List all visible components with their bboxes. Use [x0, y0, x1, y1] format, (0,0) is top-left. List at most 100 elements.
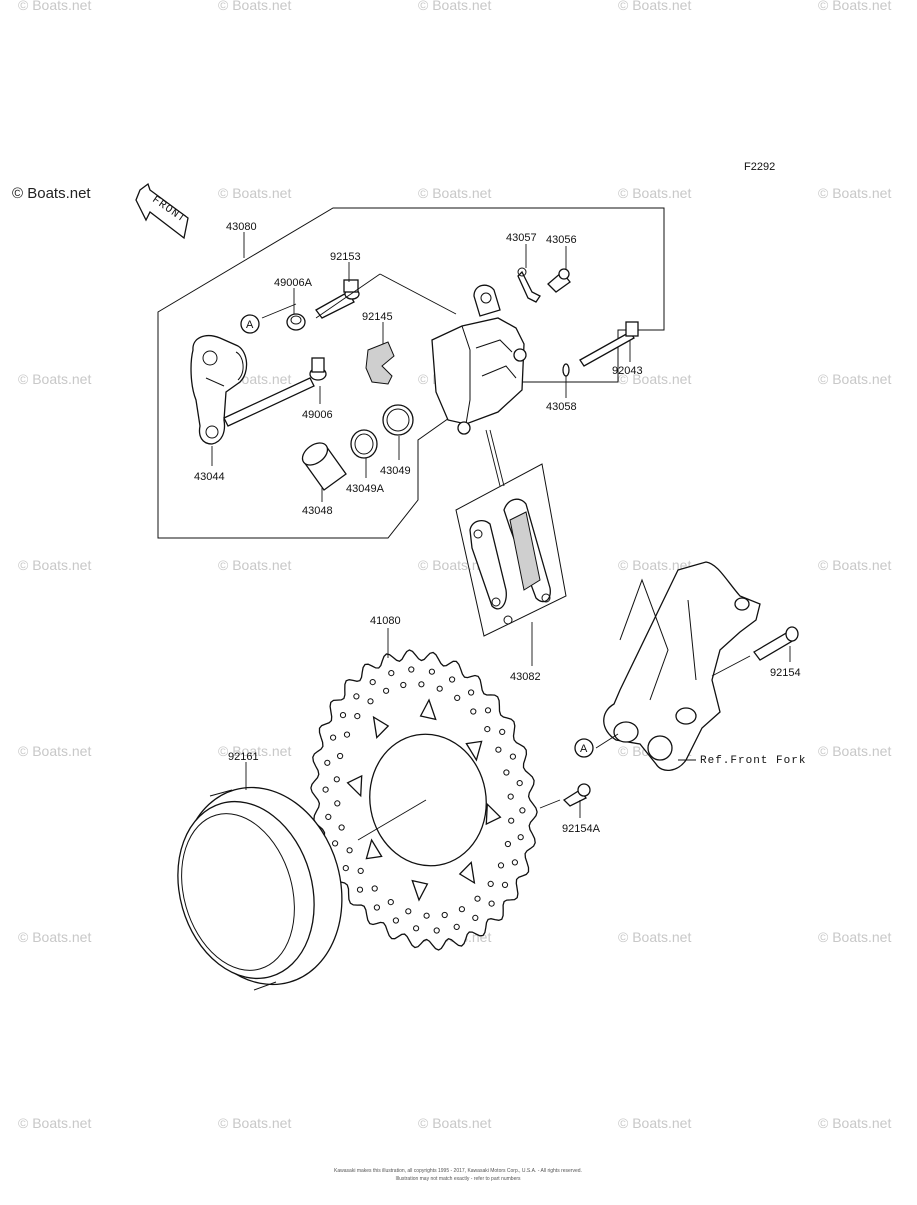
disc-drill-hole: [436, 685, 443, 692]
disc-drill-hole: [330, 734, 337, 741]
disc-drill-hole: [353, 693, 360, 700]
svg-text:A: A: [246, 319, 254, 331]
label-41080: 41080: [370, 615, 401, 627]
disc-drill-hole: [517, 834, 524, 841]
disc-drill-hole: [338, 824, 345, 831]
watermark-text: © Boats.net: [618, 185, 691, 201]
disc-drill-hole: [354, 713, 361, 720]
brake-pads-43082: [469, 498, 551, 625]
watermark-text: © Boats.net: [818, 743, 891, 759]
disc-drill-hole: [387, 899, 394, 906]
caliper-bolt-92154A: [562, 783, 591, 807]
disc-drill-hole: [367, 698, 374, 705]
label-43057: 43057: [506, 232, 537, 244]
disc-drill-hole: [356, 886, 364, 893]
disc-drill-hole: [511, 859, 519, 866]
bleeder-cap-43056: [547, 268, 571, 293]
disc-drill-hole: [332, 840, 339, 847]
label-ref-front-fork: Ref.Front Fork: [700, 755, 806, 767]
brake-disc-41080: [310, 649, 538, 951]
disc-drill-hole: [519, 807, 526, 814]
disc-drill-hole: [371, 885, 378, 892]
disc-drill-hole: [373, 904, 380, 911]
disc-drill-hole: [405, 908, 412, 915]
label-92154A: 92154A: [562, 823, 601, 835]
watermark-text: © Boats.net: [818, 185, 891, 201]
clip-43058: [562, 363, 570, 377]
disc-carrier-window: [372, 715, 390, 739]
watermark-text: © Boats.net: [618, 0, 691, 13]
label-92043: 92043: [612, 365, 643, 377]
slide-pin-49006: [223, 357, 327, 427]
disc-drill-hole: [322, 786, 329, 793]
watermark-text: © Boats.net: [618, 557, 691, 573]
disc-drill-hole: [474, 895, 481, 902]
watermark-text: © Boats.net: [418, 185, 491, 201]
disc-carrier-window: [458, 861, 476, 885]
disc-drill-hole: [433, 927, 440, 934]
watermark-text: © Boats.net: [18, 1115, 91, 1131]
label-92153: 92153: [330, 251, 361, 263]
disc-drill-hole: [497, 862, 505, 869]
label-92161: 92161: [228, 751, 259, 763]
watermark-text: © Boats.net: [818, 0, 891, 13]
label-49006A: 49006A: [274, 277, 313, 289]
disc-drill-hole: [334, 800, 341, 807]
caliper-bolt-92154: [753, 626, 799, 661]
disc-drill-hole: [342, 865, 349, 872]
disc-drill-hole: [325, 813, 332, 821]
disc-drill-hole: [504, 840, 511, 848]
disc-drill-hole: [484, 707, 492, 714]
watermark-text: © Boats.net: [218, 743, 291, 759]
piston-seal-43049-inner: [386, 408, 410, 432]
disc-drill-hole: [516, 780, 523, 787]
disc-drill-hole: [413, 925, 420, 932]
part-labels: 43080 92153 49006A 92145 43057 43056 920…: [194, 221, 806, 835]
disc-drill-hole: [324, 759, 331, 766]
disc-drill-hole: [454, 694, 461, 702]
watermark-text: © Boats.net: [618, 371, 691, 387]
watermark-layer: © Boats.net © Boats.net © Boats.net © Boats…: [18, 0, 891, 1131]
disc-drill-hole: [453, 923, 460, 931]
disc-drill-hole: [418, 681, 425, 688]
label-43048: 43048: [302, 505, 333, 517]
boot-49006A: [286, 313, 306, 331]
watermark-text: © Boats.net: [18, 557, 91, 573]
disc-drill-hole: [423, 912, 430, 919]
disc-drill-hole: [495, 746, 502, 753]
ref-marker-a-upper: A: [240, 314, 260, 334]
disc-drill-hole: [507, 793, 514, 800]
label-92154: 92154: [770, 667, 801, 679]
svg-text:A: A: [580, 743, 588, 755]
watermark-text: © Boats.net: [18, 0, 91, 13]
bleeder-43057: [517, 267, 541, 303]
label-49006: 49006: [302, 409, 333, 421]
watermark-text: © Boats.net: [818, 929, 891, 945]
leader-lines: [211, 232, 791, 841]
label-43049A: 43049A: [346, 483, 385, 495]
watermark-text: © Boats.net: [418, 557, 491, 573]
disc-drill-hole: [369, 679, 376, 686]
disc-drill-hole: [472, 914, 479, 922]
disc-drill-hole: [441, 911, 448, 919]
watermark-text: © Boats.net: [618, 929, 691, 945]
watermark-text: © Boats.net: [18, 371, 91, 387]
disc-drill-hole: [508, 817, 515, 824]
watermark-text: © Boats.net: [818, 1115, 891, 1131]
watermark-text: © Boats.net: [618, 1115, 691, 1131]
disc-drill-hole: [392, 917, 399, 924]
disc-carrier-window: [485, 802, 502, 826]
disc-drill-hole: [333, 776, 340, 783]
disc-drill-hole: [339, 712, 347, 719]
watermark-text: © Boats.net: [818, 557, 891, 573]
disc-drill-hole: [501, 881, 509, 889]
footer-note: Illustration may not match exactly - ref…: [395, 1176, 521, 1182]
disc-drill-hole: [458, 906, 465, 913]
disc-drill-hole: [428, 668, 435, 675]
disc-drill-hole: [400, 681, 407, 689]
disc-carrier-window: [419, 698, 437, 721]
disc-drill-hole: [509, 753, 517, 760]
figure-code: F2292: [744, 161, 775, 173]
watermark-text: © Boats.net: [418, 1115, 491, 1131]
label-92145: 92145: [362, 311, 393, 323]
